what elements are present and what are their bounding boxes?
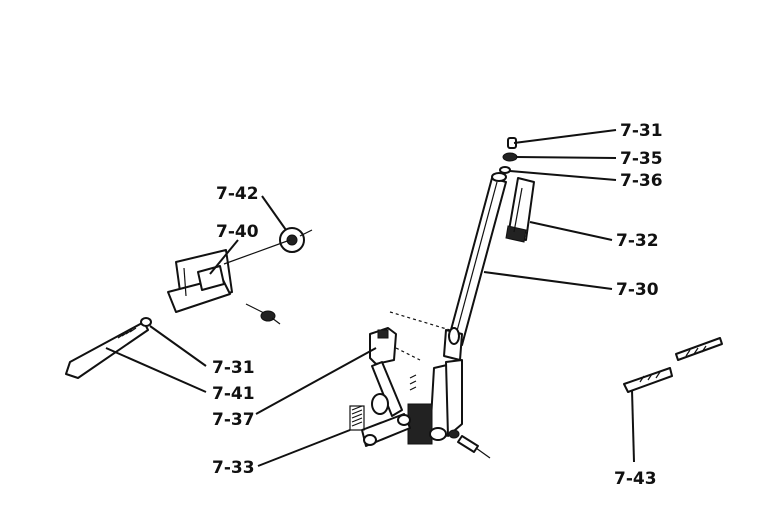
top-washer <box>499 166 511 174</box>
callout-7-36: 7-36 <box>620 171 663 191</box>
callout-7-37: 7-37 <box>212 410 255 430</box>
bracket-screw <box>245 303 281 325</box>
l-rod <box>65 321 149 379</box>
callout-7-31-top: 7-31 <box>620 121 663 141</box>
callout-7-35: 7-35 <box>620 149 663 169</box>
callout-7-32: 7-32 <box>616 231 659 251</box>
base-bracket <box>407 327 463 445</box>
callout-7-33: 7-33 <box>212 458 255 478</box>
leader-lines <box>105 129 635 467</box>
callout-7-42: 7-42 <box>216 184 259 204</box>
handle-grip <box>505 177 535 243</box>
threaded-rod <box>623 337 723 393</box>
star-knob <box>223 227 313 265</box>
rod-collar <box>140 317 152 327</box>
lever-rod <box>447 172 507 346</box>
callout-7-31-left: 7-31 <box>212 358 255 378</box>
callout-7-30: 7-30 <box>616 280 659 300</box>
callout-7-43: 7-43 <box>614 469 657 489</box>
link-arm <box>361 361 411 447</box>
spring <box>349 374 417 431</box>
pivot-block <box>369 311 451 365</box>
callout-7-41: 7-41 <box>212 384 255 404</box>
top-nut <box>502 152 518 162</box>
base-screw <box>448 429 491 459</box>
callout-7-40: 7-40 <box>216 222 259 242</box>
